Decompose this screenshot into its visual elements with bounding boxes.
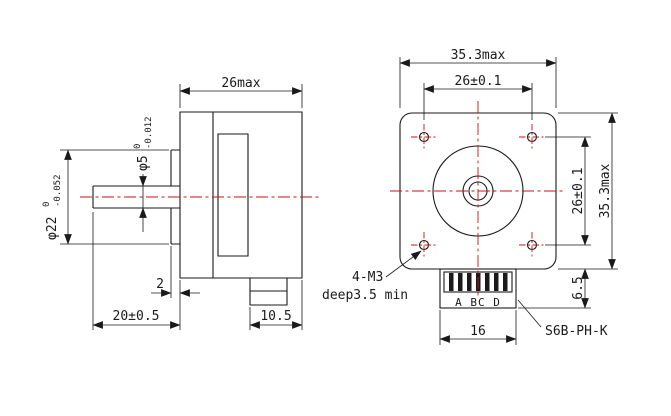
side-connector-outline (249, 278, 288, 306)
pilot-dia-label: φ22 0 -0.052 (42, 174, 63, 240)
centerlines (80, 101, 566, 298)
shaft-dia-upper-tol-text: 0 (133, 144, 143, 149)
connector-pin-labels-text: A BC D (455, 296, 501, 309)
shaft-length-dim-text: 20±0.5 (113, 309, 160, 324)
connector-part-leader (517, 299, 542, 328)
side-view (92, 111, 303, 306)
shaft-dia-lower-tol-text: -0.012 (144, 116, 154, 149)
body-rear-dim-text: 10.5 (260, 309, 291, 324)
side-width-dim-text: 26max (221, 76, 260, 91)
hole-pitch-horizontal-dim-text: 26±0.1 (455, 74, 502, 89)
connector-height-dim-text: 6.5 (571, 276, 586, 299)
shaft-and-pilot-outline (92, 149, 180, 245)
shaft-dia-main-text: φ5 (136, 155, 151, 171)
dimension-texts: 26max φ5 0 -0.012 φ22 0 -0.052 2 20±0.5 … (42, 48, 613, 339)
ext-pilot-dia (60, 149, 169, 245)
hole-pitch-vertical-label: 26±0.1 (571, 168, 586, 215)
pilot-length-dim-text: 2 (156, 277, 164, 292)
connector-height-label: 6.5 (571, 276, 586, 299)
shaft-dia-label: φ5 0 -0.012 (133, 116, 154, 171)
connector-part-number-text: S6B-PH-K (545, 324, 608, 339)
pilot-dia-main-text: φ22 (45, 217, 60, 240)
front-height-dim-text: 35.3max (598, 163, 613, 218)
pilot-dia-upper-tol-text: 0 (42, 202, 52, 207)
motor-body-outline (179, 111, 303, 279)
connector-width-dim-text: 16 (470, 324, 486, 339)
tap-note-leader (385, 250, 422, 278)
front-height-label: 35.3max (598, 163, 613, 218)
pilot-dia-lower-tol-text: -0.052 (53, 174, 63, 207)
front-width-dim-text: 35.3max (451, 48, 506, 63)
hole-pitch-vertical-dim-text: 26±0.1 (571, 168, 586, 215)
tap-note-line1-text: 4-M3 (352, 270, 383, 285)
dimension-lines (60, 57, 618, 345)
tap-note-line2-text: deep3.5 min (322, 288, 408, 303)
front-connector-outline (439, 268, 517, 309)
